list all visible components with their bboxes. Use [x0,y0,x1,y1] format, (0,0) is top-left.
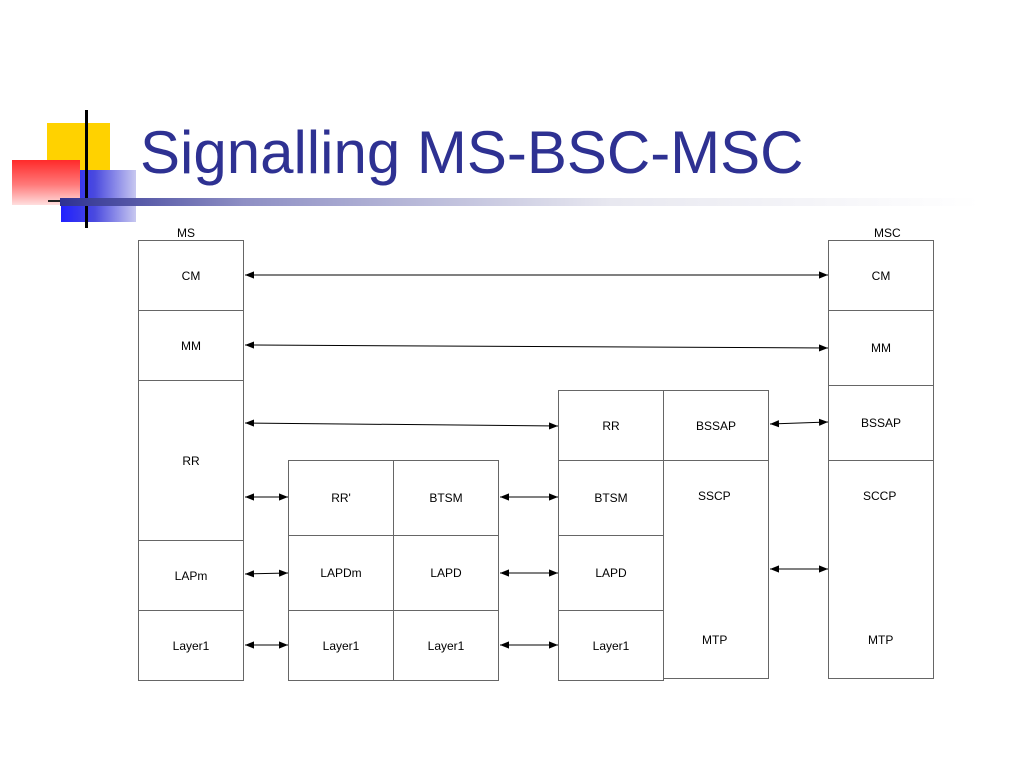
bts-layer1-b-label: Layer1 [427,638,465,653]
ms-rr-box: RR [138,380,244,541]
msc-bssap-label: BSSAP [860,416,902,430]
msc-sccp-label: SCCP [863,489,897,503]
bts-btsm-label: BTSM [429,491,463,505]
bts-rr-prime-box: RR' [288,460,394,536]
title-underline [60,198,980,206]
msc-label: MSC [874,226,901,240]
ms-layer1-label: Layer1 [172,638,210,653]
msc-mm-label: MM [871,341,891,355]
ms-mm-label: MM [181,338,201,353]
bts-lapdm-label: LAPDm [320,566,362,580]
bsc-rr-label: RR [602,418,620,433]
bsc-sscp-label: SSCP [698,489,731,503]
ms-layer1-box: Layer1 [138,610,244,681]
bssap-arrow [769,418,829,428]
bsc-bssap-label: BSSAP [695,418,737,433]
bts-layer1-b-box: Layer1 [393,610,499,681]
bsc-layer1-label: Layer1 [592,638,630,653]
ms-rr-label: RR [182,453,200,468]
bsc-lapd-label: LAPD [595,566,627,580]
bsc-lapd-box: LAPD [558,535,664,611]
bts-layer1-a-label: Layer1 [322,638,360,653]
msc-cm-label: CM [871,268,891,283]
decor-vertical-line [85,110,88,228]
decor-red-square [12,160,80,205]
msc-mtp-label: MTP [868,633,894,647]
bsc-bssap-box: BSSAP [663,390,769,461]
bts-rr-prime-label: RR' [331,491,351,505]
rr-arrow [244,419,559,430]
ms-label: MS [177,226,195,240]
ms-lapm-box: LAPm [138,540,244,611]
bsc-rr-box: RR [558,390,664,461]
msc-bssap-box: BSSAP [828,385,934,461]
ms-cm-label: CM [181,268,201,283]
bsc-btsm-label: BTSM [594,491,628,505]
bsc-sscp-mtp-box [663,460,769,679]
ms-lapm-label: LAPm [174,568,208,583]
msc-mm-box: MM [828,310,934,386]
slide-title: Signalling MS-BSC-MSC [140,119,804,186]
mm-arrow [244,341,829,352]
msc-cm-box: CM [828,240,934,311]
bsc-mtp-label: MTP [702,633,728,647]
bts-layer1-a-box: Layer1 [288,610,394,681]
bts-lapdm-box: LAPDm [288,535,394,611]
bsc-layer1-box: Layer1 [558,610,664,681]
msc-sccp-mtp-box [828,460,934,679]
bts-lapd-label: LAPD [430,566,462,580]
ms-bts-lap-arrow [244,569,289,578]
